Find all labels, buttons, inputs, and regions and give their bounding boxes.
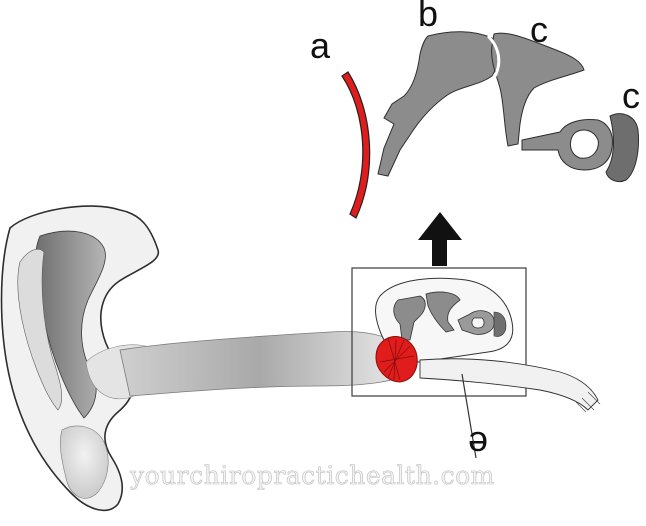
label-e-leader — [461, 373, 477, 459]
malleus — [377, 31, 499, 177]
eardrum-arc — [341, 71, 371, 219]
inset-frame — [351, 267, 527, 397]
label-b: b — [418, 0, 438, 34]
eustachian-tube — [419, 358, 599, 411]
enlarged-ossicles — [341, 31, 639, 219]
label-c-stapes: c — [622, 75, 640, 116]
middle-ear-inset — [351, 267, 601, 459]
inset-oval-window — [493, 311, 507, 337]
incus — [491, 32, 585, 147]
stapes — [521, 119, 613, 171]
watermark: yourchiropractichealth.com — [129, 461, 495, 490]
label-c-incus: c — [530, 9, 548, 50]
up-arrow-icon — [418, 212, 462, 266]
stapes-footplate — [605, 113, 639, 183]
ear-canal — [119, 331, 399, 397]
inset-eardrum — [375, 336, 418, 383]
earlobe — [60, 425, 109, 499]
label-e: e — [468, 424, 488, 465]
inset-incus — [425, 291, 461, 333]
label-a: a — [310, 25, 331, 66]
concha — [17, 249, 63, 411]
tube-end-fringe — [575, 391, 601, 413]
outer-ear — [0, 205, 159, 512]
malleus-incus-joint — [486, 34, 501, 79]
inset-malleus — [393, 295, 426, 341]
